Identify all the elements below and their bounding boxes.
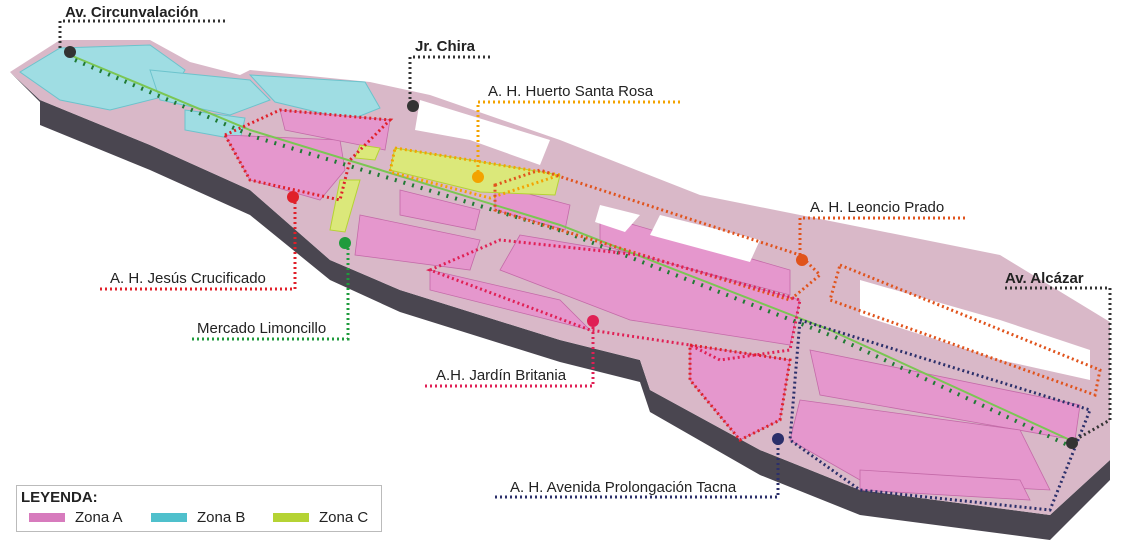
zona-c-swatch [273,513,309,522]
marker-leoncio [796,254,808,266]
marker-jesus [287,191,299,203]
label-mercado: Mercado Limoncillo [197,320,326,337]
legend-item-zona-a: Zona A [29,509,151,526]
marker-tacna [772,433,784,445]
marker-mercado [339,237,351,249]
marker-circunvalacion [64,46,76,58]
label-circunvalacion: Av. Circunvalación [65,4,198,21]
legend-item-zona-c: Zona C [273,509,395,526]
leader-lines [58,19,1112,499]
marker-chira [407,100,419,112]
label-tacna: A. H. Avenida Prolongación Tacna [510,479,737,496]
legend: LEYENDA: Zona A Zona B Zona C [16,485,382,532]
zona-b-swatch [151,513,187,522]
label-alcazar: Av. Alcázar [1005,270,1084,287]
label-jesus: A. H. Jesús Crucificado [110,270,266,287]
zone-outlines [222,108,1102,512]
marker-alcazar [1066,437,1078,449]
legend-label: Zona B [197,509,246,526]
legend-title: LEYENDA: [21,489,98,506]
legend-label: Zona A [75,509,123,526]
label-chira: Jr. Chira [415,38,476,55]
label-huerto: A. H. Huerto Santa Rosa [488,83,654,100]
zona-a-swatch [29,513,65,522]
white-lot [415,100,550,165]
marker-huerto [472,171,484,183]
zone-a-buildings [224,109,1081,501]
main-avenue [69,54,1071,441]
label-leoncio: A. H. Leoncio Prado [810,199,944,216]
marker-jardin [587,315,599,327]
legend-label: Zona C [319,509,369,526]
label-jardin: A.H. Jardín Britania [436,367,567,384]
legend-item-zona-b: Zona B [151,509,273,526]
white-lots [595,205,1090,380]
